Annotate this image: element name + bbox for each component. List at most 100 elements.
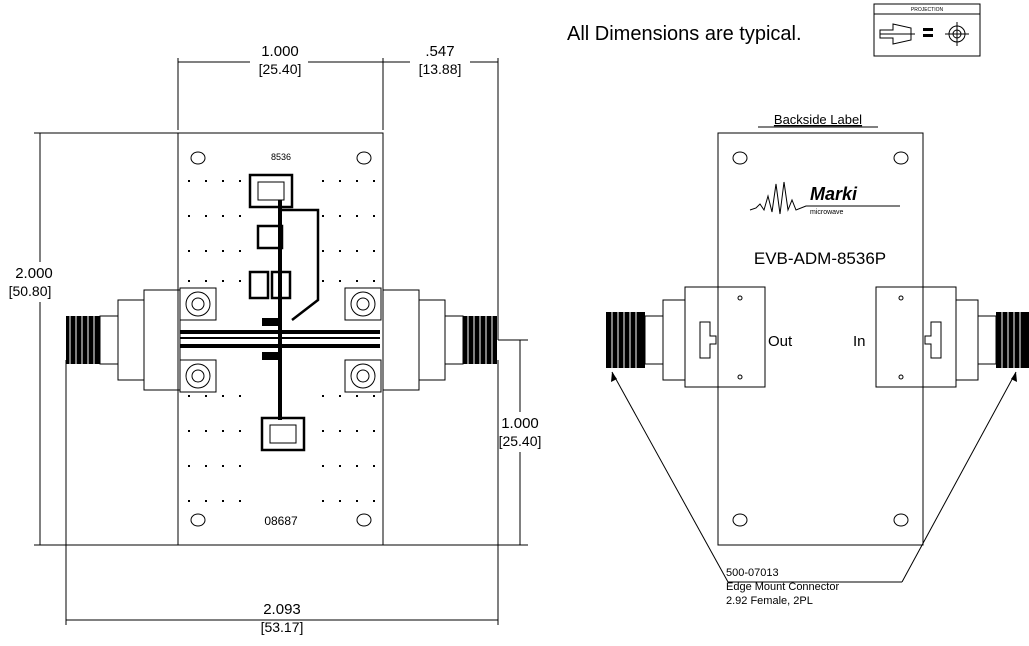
overhang-dim-mm: [13.88]: [419, 61, 462, 77]
backside-board: [717, 132, 924, 546]
via-dot: [239, 500, 241, 502]
projection-label: PROJECTION: [911, 7, 944, 13]
via-dot: [322, 250, 324, 252]
via-dot: [339, 430, 341, 432]
via-dot: [188, 395, 190, 397]
via-dot: [339, 465, 341, 467]
via-dot: [322, 215, 324, 217]
board-top-label: 8536: [271, 152, 291, 162]
via-dot: [373, 500, 375, 502]
via-dot: [188, 430, 190, 432]
overall-dim-value: 2.093: [263, 601, 301, 618]
via-dot: [205, 215, 207, 217]
model-number: EVB-ADM-8536P: [754, 249, 886, 268]
connector-leaders: [611, 371, 1017, 583]
front-view: 1.000 [25.40] .547 [13.88] 2.000 [50.80]…: [9, 43, 542, 635]
via-dot: [239, 465, 241, 467]
via-dot: [205, 180, 207, 182]
projection-symbol: PROJECTION: [873, 3, 981, 57]
via-dot: [356, 250, 358, 252]
via-dot: [222, 280, 224, 282]
left-connector: [66, 289, 181, 391]
overall-dim-mm: [53.17]: [261, 619, 304, 635]
via-dot: [373, 395, 375, 397]
via-dot: [373, 430, 375, 432]
via-dot: [205, 250, 207, 252]
via-dot: [356, 215, 358, 217]
via-dot: [339, 180, 341, 182]
via-dot: [188, 500, 190, 502]
via-dot: [205, 395, 207, 397]
via-dot: [188, 465, 190, 467]
port-in-label: In: [853, 333, 866, 350]
via-dot: [222, 430, 224, 432]
via-dot: [356, 465, 358, 467]
via-dot: [239, 395, 241, 397]
via-dot: [322, 500, 324, 502]
via-dot: [205, 500, 207, 502]
back-mounting-holes: [732, 151, 909, 527]
via-dot: [239, 215, 241, 217]
via-dot: [188, 180, 190, 182]
via-dot: [322, 280, 324, 282]
via-dot: [188, 215, 190, 217]
via-dot: [373, 250, 375, 252]
width-dim-mm: [25.40]: [259, 61, 302, 77]
via-dot: [239, 180, 241, 182]
via-dot: [322, 430, 324, 432]
via-dot: [373, 280, 375, 282]
in-port-flange: In: [853, 286, 957, 388]
via-dot: [322, 395, 324, 397]
via-dot: [222, 500, 224, 502]
height-dim-mm: [50.80]: [9, 283, 52, 299]
overhang-dim-value: .547: [425, 43, 454, 60]
overall-width-dimension: 2.093 [53.17]: [65, 360, 499, 635]
via-dot: [239, 250, 241, 252]
connector-part-number: 500-07013: [726, 567, 779, 579]
via-dot: [356, 430, 358, 432]
via-dot: [222, 180, 224, 182]
via-dot: [222, 395, 224, 397]
via-dot: [339, 395, 341, 397]
width-dim-value: 1.000: [261, 43, 299, 60]
via-dots: [188, 180, 375, 502]
via-dot: [205, 465, 207, 467]
port-out-label: Out: [768, 333, 793, 350]
dimensions-note: All Dimensions are typical.: [567, 23, 802, 45]
back-right-connector: [955, 299, 1029, 381]
mounting-holes: [190, 151, 372, 527]
back-left-connector: [606, 299, 686, 381]
via-dot: [373, 180, 375, 182]
via-dot: [339, 215, 341, 217]
via-dot: [339, 280, 341, 282]
via-dot: [339, 250, 341, 252]
backside-label-title: Backside Label: [774, 112, 862, 127]
out-port-flange: Out: [684, 286, 793, 388]
via-dot: [239, 280, 241, 282]
height-dim-value: 2.000: [15, 265, 53, 282]
right-connector: [382, 289, 497, 391]
via-dot: [239, 430, 241, 432]
via-dot: [205, 280, 207, 282]
connector-spec: 2.92 Female, 2PL: [726, 595, 813, 607]
via-dot: [222, 465, 224, 467]
offset-dim-value: 1.000: [501, 415, 539, 432]
via-dot: [188, 280, 190, 282]
connector-offset-dimension: 1.000 [25.40]: [383, 339, 542, 546]
via-dot: [356, 395, 358, 397]
logo-subtext: microwave: [810, 209, 844, 216]
via-dot: [222, 215, 224, 217]
via-dot: [356, 180, 358, 182]
via-dot: [222, 250, 224, 252]
component-pads: [248, 173, 306, 452]
offset-dim-mm: [25.40]: [499, 433, 542, 449]
via-dot: [356, 280, 358, 282]
via-dot: [188, 250, 190, 252]
via-dot: [373, 465, 375, 467]
via-dot: [373, 215, 375, 217]
back-view: Backside Label Marki microwave EVB-ADM-8…: [606, 112, 1029, 607]
height-dimension: 2.000 [50.80]: [9, 132, 178, 546]
width-dimension: 1.000 [25.40] .547 [13.88]: [177, 43, 499, 340]
connector-description: Edge Mount Connector: [726, 581, 839, 593]
